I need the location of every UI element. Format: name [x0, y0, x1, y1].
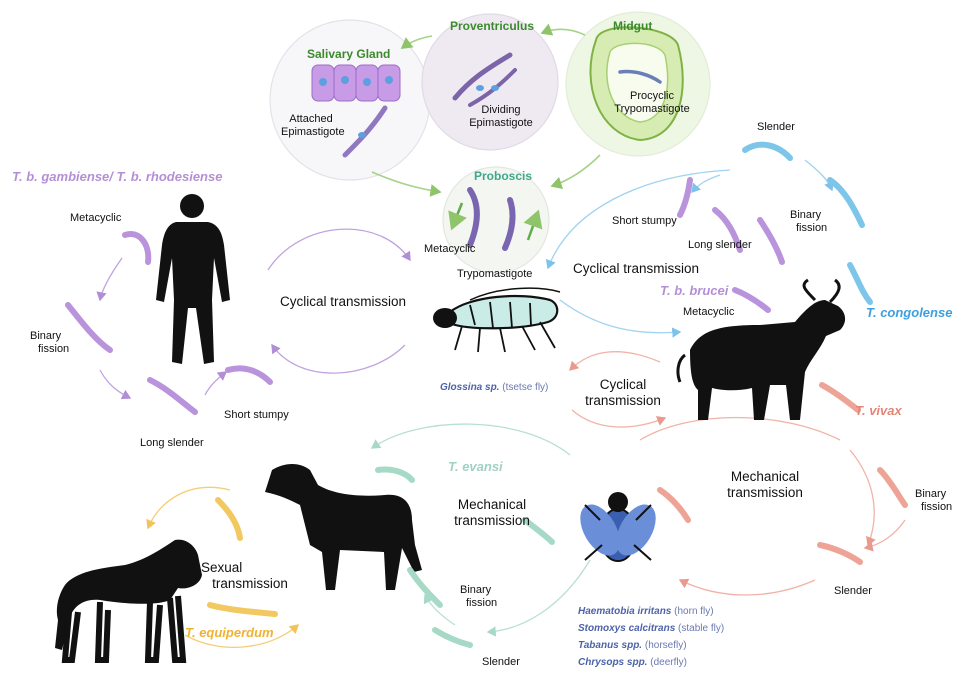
- midgut-label: Midgut: [613, 20, 652, 34]
- biting-fly-icon: [572, 492, 664, 562]
- species-vivax-label: T. vivax: [855, 404, 902, 419]
- cow-silhouette-icon: [678, 280, 845, 420]
- human-silhouette-icon: [156, 194, 230, 364]
- salivary-gland-label: Salivary Gland: [307, 48, 390, 62]
- black-horse-silhouette-icon-2: [55, 540, 202, 660]
- parasite-shapes-yellow: [210, 500, 275, 614]
- parasite-shapes-teal: [378, 469, 552, 645]
- proventriculus-label: Proventriculus: [450, 20, 534, 34]
- cyclical-transmission-cattle-label: Cyclical transmission: [573, 261, 699, 277]
- slender-vivax-label: Slender: [834, 585, 872, 598]
- species-congolense-label: T. congolense: [866, 306, 952, 321]
- metacyclic-human-label: Metacyclic: [70, 212, 121, 225]
- species-brucei-label: T. b. brucei: [660, 284, 728, 299]
- long-slender-human-label: Long slender: [140, 437, 204, 450]
- short-stumpy-cattle-label: Short stumpy: [612, 215, 677, 228]
- metacyclic-cattle-label: Metacyclic: [683, 306, 734, 319]
- species-gambiense-label: T. b. gambiense/ T. b. rhodesiense: [12, 170, 222, 185]
- proventriculus-circle: [422, 14, 558, 150]
- vector-item: Chrysops spp. (deerfly): [578, 654, 724, 671]
- long-slender-cattle-label: Long slender: [688, 239, 752, 252]
- salivary-gland-circle: [270, 20, 430, 180]
- proboscis-label: Proboscis: [474, 170, 532, 184]
- short-stumpy-human-label: Short stumpy: [224, 409, 289, 422]
- glossina-label: Glossina sp. (tsetse fly): [440, 382, 548, 394]
- slender-evansi-label: Slender: [482, 656, 520, 669]
- cyclical-transmission-human-label: Cyclical transmission: [280, 294, 406, 310]
- trypomastigote-label: Trypomastigote: [457, 268, 532, 281]
- tsetse-fly-icon: [433, 288, 560, 352]
- metacyclic-fly-label: Metacyclic: [424, 243, 475, 256]
- vector-item: Tabanus spp. (horsefly): [578, 637, 724, 654]
- species-equiperdum-label: T. equiperdum: [185, 626, 274, 641]
- mechanical-vector-list: Haematobia irritans (horn fly) Stomoxys …: [578, 603, 724, 671]
- vector-item: Stomoxys calcitrans (stable fly): [578, 620, 724, 637]
- slender-cattle-label: Slender: [757, 121, 795, 134]
- vector-item: Haematobia irritans (horn fly): [578, 603, 724, 620]
- species-evansi-label: T. evansi: [448, 460, 503, 475]
